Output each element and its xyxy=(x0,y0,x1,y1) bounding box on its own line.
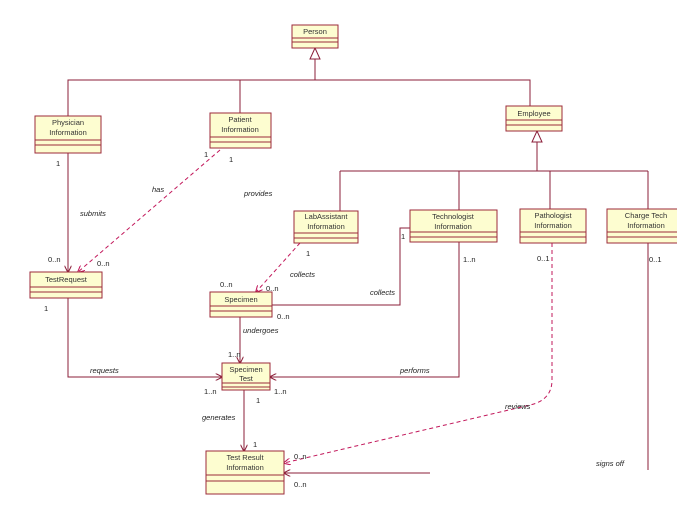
class-name: Information xyxy=(221,125,259,134)
class-name: Technologist xyxy=(432,212,475,221)
edge-collects-tech xyxy=(262,227,410,305)
mult-specimen-c: 0..n xyxy=(277,312,290,321)
mult-physician: 1 xyxy=(56,159,60,168)
class-technologist-information[interactable]: Technologist Information xyxy=(409,209,498,243)
label-generates: generates xyxy=(202,413,236,422)
class-name: Employee xyxy=(517,109,550,118)
generalization-triangle-person xyxy=(309,46,321,60)
mult-stest-left: 1..n xyxy=(204,387,217,396)
label-requests: requests xyxy=(90,366,119,375)
class-employee[interactable]: Employee xyxy=(505,105,563,132)
class-name: Test xyxy=(239,374,254,383)
mult-result-b: 0..n xyxy=(294,480,307,489)
mult-specimen-b: 0..n xyxy=(266,284,279,293)
mult-request-a: 0..n xyxy=(48,255,61,264)
label-provides: provides xyxy=(243,189,273,198)
class-specimen-test[interactable]: Specimen Test xyxy=(221,362,271,391)
class-name: Information xyxy=(434,222,472,231)
class-name: Information xyxy=(627,221,665,230)
class-name: Charge Tech xyxy=(625,211,667,220)
class-specimen[interactable]: Specimen xyxy=(209,291,273,318)
mult-tech-1n: 1..n xyxy=(463,255,476,264)
class-name: LabAssistant xyxy=(305,212,349,221)
class-name: Physician xyxy=(52,118,84,127)
class-charge-tech-information[interactable]: Charge Tech Information xyxy=(606,208,677,244)
association-labels: submits has provides collects collects u… xyxy=(80,185,625,468)
mult-request-1: 1 xyxy=(44,304,48,313)
class-name: Information xyxy=(226,463,264,472)
generalization-lines xyxy=(67,46,649,211)
label-collects-lab: collects xyxy=(290,270,315,279)
mult-result-1: 1 xyxy=(253,440,257,449)
edge-performs xyxy=(270,242,460,377)
label-submits: submits xyxy=(80,209,106,218)
edge-has xyxy=(78,149,221,272)
mult-charge: 0..1 xyxy=(649,255,662,264)
class-name: Specimen xyxy=(224,295,257,304)
class-testrequest[interactable]: TestRequest xyxy=(29,271,103,299)
mult-stest-top: 1..n xyxy=(228,350,241,359)
class-name: Specimen xyxy=(229,365,262,374)
class-labassistant-information[interactable]: LabAssistant Information xyxy=(293,210,359,244)
class-pathologist-information[interactable]: Pathologist Information xyxy=(519,208,587,244)
mult-stest-right: 1..n xyxy=(274,387,287,396)
multiplicity-labels: 1 1 1 0..n 0..n 1 1 0..n 0..n 0..n 1 1..… xyxy=(44,150,662,489)
mult-specimen-a: 0..n xyxy=(220,280,233,289)
label-performs: performs xyxy=(399,366,430,375)
class-name: Information xyxy=(534,221,572,230)
label-reviews: reviews xyxy=(505,402,531,411)
class-person[interactable]: Person xyxy=(291,24,339,49)
mult-lab-1: 1 xyxy=(306,249,310,258)
class-name: Information xyxy=(49,128,87,137)
mult-stest-1: 1 xyxy=(256,396,260,405)
class-name: Person xyxy=(303,27,327,36)
label-collects-tech: collects xyxy=(370,288,395,297)
edge-reviews xyxy=(284,243,553,463)
mult-result-a: 0..n xyxy=(294,452,307,461)
class-name: Patient xyxy=(228,115,252,124)
label-signs-off: signs off xyxy=(596,459,625,468)
edge-collects-lab xyxy=(256,242,301,292)
mult-patient-b: 1 xyxy=(229,155,233,164)
class-test-result-information[interactable]: Test Result Information xyxy=(205,450,285,495)
mult-path: 0..1 xyxy=(537,254,550,263)
generalization-triangle-employee xyxy=(531,129,543,143)
class-name: Information xyxy=(307,222,345,231)
class-name: Pathologist xyxy=(534,211,572,220)
mult-tech-1: 1 xyxy=(401,232,405,241)
class-physician-information[interactable]: Physician Information xyxy=(34,115,102,154)
class-name: TestRequest xyxy=(45,275,88,284)
mult-request-b: 0..n xyxy=(97,259,110,268)
edge-requests xyxy=(67,298,222,377)
label-has: has xyxy=(152,185,164,194)
label-undergoes: undergoes xyxy=(243,326,279,335)
mult-patient-a: 1 xyxy=(204,150,208,159)
association-lines xyxy=(67,149,649,473)
class-name: Test Result xyxy=(226,453,264,462)
class-patient-information[interactable]: Patient Information xyxy=(209,112,272,149)
